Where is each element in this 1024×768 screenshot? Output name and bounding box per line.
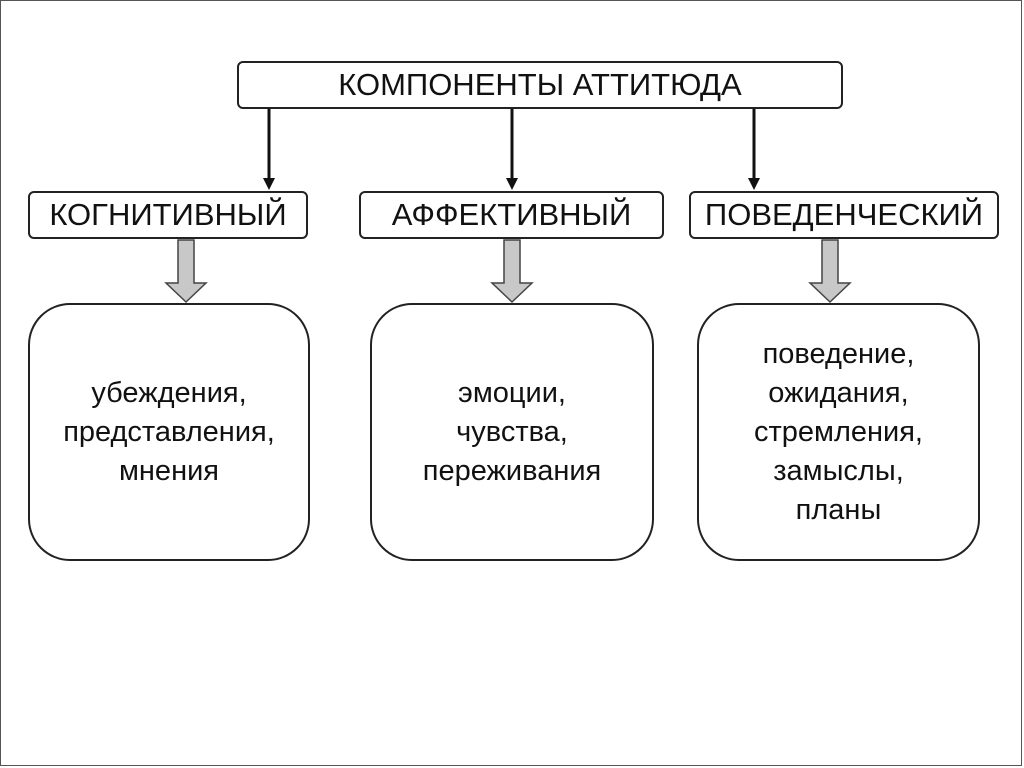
details-list-cognitive: убеждения, представления, мнения	[63, 374, 275, 491]
detail-item: чувства,	[456, 415, 568, 448]
detail-item: переживания	[422, 454, 602, 487]
title-arrow-affective	[506, 109, 518, 190]
detail-item: ожидания,	[768, 376, 909, 409]
component-box-behavioral: ПОВЕДЕНЧЕСКИЙ	[689, 191, 999, 239]
detail-item: представления,	[63, 415, 275, 448]
detail-item: убеждения,	[91, 376, 247, 409]
component-label-affective: АФФЕКТИВНЫЙ	[391, 197, 632, 232]
component-box-affective: АФФЕКТИВНЫЙ	[359, 191, 664, 239]
details-box-behavioral: поведение, ожидания, стремления, замыслы…	[697, 303, 980, 561]
block-arrow-cognitive	[164, 239, 208, 304]
details-box-affective: эмоции, чувства, переживания	[370, 303, 654, 561]
title-box: КОМПОНЕНТЫ АТТИТЮДА	[237, 61, 843, 109]
detail-item: планы	[795, 493, 882, 526]
detail-item: мнения	[118, 454, 219, 487]
detail-item: поведение,	[762, 337, 915, 370]
block-arrow-affective	[490, 239, 534, 304]
details-box-cognitive: убеждения, представления, мнения	[28, 303, 310, 561]
diagram-title: КОМПОНЕНТЫ АТТИТЮДА	[338, 67, 742, 102]
component-box-cognitive: КОГНИТИВНЫЙ	[28, 191, 308, 239]
title-arrow-behavioral	[748, 109, 760, 190]
details-list-affective: эмоции, чувства, переживания	[423, 374, 602, 491]
component-label-behavioral: ПОВЕДЕНЧЕСКИЙ	[704, 197, 984, 232]
detail-item: эмоции,	[458, 376, 566, 409]
detail-item: стремления,	[753, 415, 923, 448]
block-arrow-behavioral	[808, 239, 852, 304]
title-arrow-cognitive	[263, 109, 275, 190]
component-label-cognitive: КОГНИТИВНЫЙ	[49, 197, 287, 232]
detail-item: замыслы,	[773, 454, 904, 487]
details-list-behavioral: поведение, ожидания, стремления, замыслы…	[754, 335, 923, 530]
